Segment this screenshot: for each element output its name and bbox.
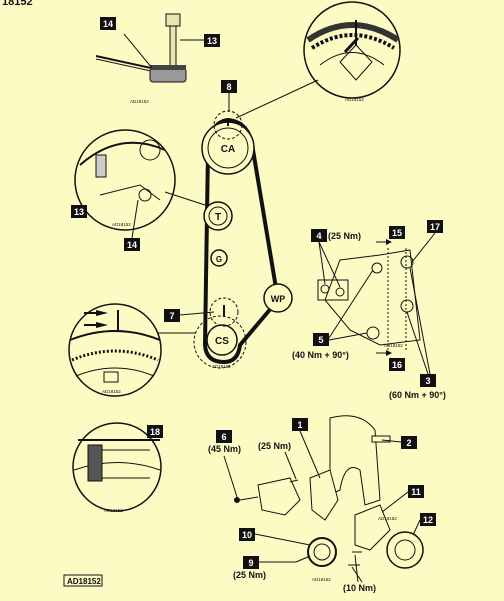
ref-label: AD18152 xyxy=(378,516,397,521)
tag-2: 2 xyxy=(401,436,417,449)
pulley-label-g: G xyxy=(216,255,222,264)
svg-text:5: 5 xyxy=(318,335,323,345)
tag-8: 8 xyxy=(221,80,237,93)
flywheel-lock-detail: AD18152 xyxy=(72,422,162,513)
svg-text:11: 11 xyxy=(411,487,421,497)
torque-9: (25 Nm) xyxy=(233,570,266,580)
tag-3: 3 xyxy=(420,374,436,387)
torque-11: (10 Nm) xyxy=(343,583,376,593)
figure-reference-label: AD18152 xyxy=(63,574,103,587)
figure-code: 18152 xyxy=(2,0,33,8)
belt-routing: CA T G WP CS AD18152 xyxy=(193,110,293,369)
svg-text:10: 10 xyxy=(242,530,252,540)
svg-text:17: 17 xyxy=(430,222,440,232)
torque-4: (25 Nm) xyxy=(328,231,361,241)
engine-mount-detail: AD18152 xyxy=(317,239,421,356)
ref-label: AD18152 xyxy=(312,577,331,582)
pulley-label-t: T xyxy=(215,212,221,223)
leader-line xyxy=(235,79,319,119)
tensioner-pulley xyxy=(203,201,233,231)
svg-text:15: 15 xyxy=(392,228,402,238)
tag-14-left: 14 xyxy=(124,238,140,251)
torque-bolt: (25 Nm) xyxy=(258,441,291,451)
camshaft-detail: AD18152 xyxy=(303,1,401,102)
svg-text:7: 7 xyxy=(169,311,174,321)
ref-label: AD18152 xyxy=(104,508,123,513)
svg-text:AD18152: AD18152 xyxy=(67,577,101,586)
svg-text:6: 6 xyxy=(221,432,226,442)
torque-5: (40 Nm + 90°) xyxy=(292,350,349,360)
pulley-label-cs: CS xyxy=(215,336,229,347)
tag-1: 1 xyxy=(292,418,308,431)
ref-label: AD18152 xyxy=(212,364,231,369)
tag-5: 5 xyxy=(313,333,329,346)
tag-16: 16 xyxy=(389,358,405,371)
tag-4: 4 xyxy=(311,229,327,242)
tag-7: 7 xyxy=(164,309,180,322)
svg-text:18: 18 xyxy=(150,427,160,437)
tag-18: 18 xyxy=(147,425,163,438)
torque-3: (60 Nm + 90°) xyxy=(389,390,446,400)
svg-text:9: 9 xyxy=(248,558,253,568)
svg-text:2: 2 xyxy=(406,438,411,448)
torque-6: (45 Nm) xyxy=(208,444,241,454)
tensioner-tool-detail: AD18152 xyxy=(95,13,204,104)
ref-label: AD18152 xyxy=(112,222,131,227)
tag-13-left: 13 xyxy=(71,205,87,218)
svg-text:3: 3 xyxy=(425,376,430,386)
exploded-components: AD18152 AD18152 xyxy=(234,415,424,582)
crankshaft-pulley xyxy=(206,324,238,356)
ref-label: AD18152 xyxy=(102,389,121,394)
svg-text:14: 14 xyxy=(103,19,113,29)
tag-10: 10 xyxy=(239,528,255,541)
tag-11: 11 xyxy=(408,485,424,498)
svg-text:13: 13 xyxy=(74,207,84,217)
svg-text:8: 8 xyxy=(226,82,231,92)
guide-pulley xyxy=(210,249,228,267)
tensioner-detail: AD18152 xyxy=(74,129,176,231)
leader-line xyxy=(164,191,206,206)
ref-label: AD18152 xyxy=(130,99,149,104)
ref-label: AD18152 xyxy=(384,343,403,348)
pulley-label-ca: CA xyxy=(221,144,235,155)
pulley-label-wp: WP xyxy=(271,294,286,304)
water-pump-pulley xyxy=(263,283,293,313)
svg-text:13: 13 xyxy=(207,36,217,46)
tag-9: 9 xyxy=(243,556,259,569)
tag-17: 17 xyxy=(427,220,443,233)
tag-14-top: 14 xyxy=(100,17,116,30)
svg-text:1: 1 xyxy=(297,420,302,430)
tag-6: 6 xyxy=(216,430,232,443)
tag-13-top: 13 xyxy=(204,34,220,47)
tag-12: 12 xyxy=(420,513,436,526)
svg-text:14: 14 xyxy=(127,240,137,250)
ref-label: AD18152 xyxy=(345,97,364,102)
crank-timing-detail: AD18152 xyxy=(68,303,162,397)
tag-15: 15 xyxy=(389,226,405,239)
svg-text:16: 16 xyxy=(392,360,402,370)
svg-text:4: 4 xyxy=(316,231,321,241)
svg-text:12: 12 xyxy=(423,515,433,525)
